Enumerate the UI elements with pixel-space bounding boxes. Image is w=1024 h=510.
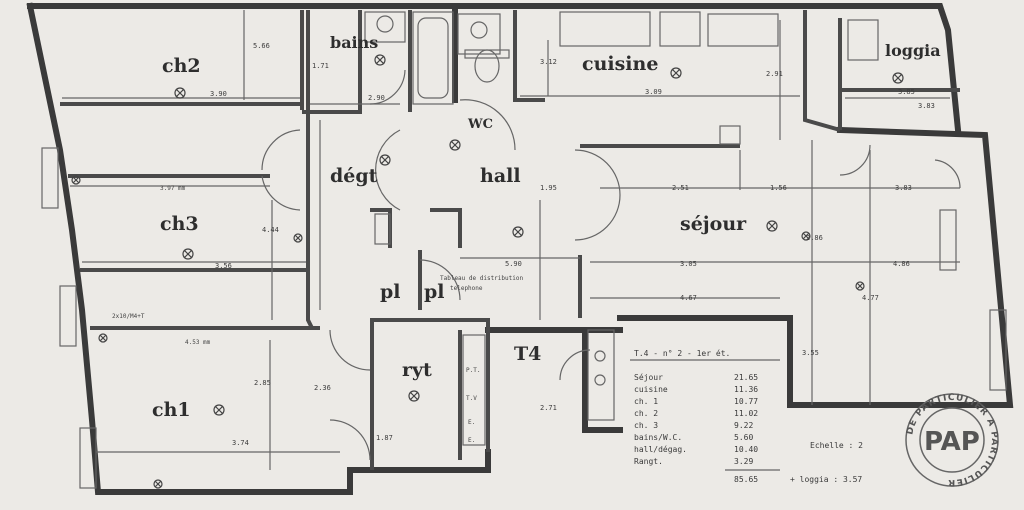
- surface-table: T.4 - n° 2 - 1er ét. Séjour 21.65 cuisin…: [630, 348, 863, 484]
- note-tableau-2: telephone: [450, 285, 483, 292]
- door-swings: [261, 69, 961, 461]
- room-label-ch3: ch3: [160, 213, 199, 235]
- room-label-cuisine: cuisine: [582, 53, 658, 75]
- panel-e2: E.: [468, 437, 475, 444]
- dim-v4: 2.91: [766, 70, 783, 78]
- panel-e1: E.: [468, 419, 475, 426]
- walls: [26, 2, 1014, 495]
- dim-loggia-width-2: 3.83: [918, 102, 935, 110]
- dim-ch3-width: 3.56: [215, 262, 232, 270]
- table-loggia: + loggia : 3.57: [790, 475, 862, 484]
- dim-v6: 2.86: [806, 234, 823, 242]
- table-row-value: 5.60: [734, 433, 753, 442]
- table-row-label: Séjour: [634, 372, 663, 382]
- room-label-loggia: loggia: [885, 41, 941, 60]
- dim-ch1-height-1: 2.85: [254, 379, 271, 387]
- table-row-label: cuisine: [634, 385, 668, 394]
- dim-ch1-width: 3.74: [232, 439, 249, 447]
- table-row-label: Rangt.: [634, 457, 663, 466]
- room-labels: ch2 bains cuisine loggia WC dégt hall ch…: [152, 33, 941, 421]
- note-ch3-top: 2x10/M4+T: [112, 313, 145, 320]
- room-label-ch2: ch2: [162, 55, 201, 77]
- table-row-value: 11.02: [734, 409, 758, 418]
- dim-v5: 3.55: [802, 349, 819, 357]
- room-label-pl1: pl: [380, 281, 401, 303]
- dim-hall-width: 5.90: [505, 260, 522, 268]
- dim-ryt-width: 1.87: [376, 434, 393, 442]
- table-row-value: 10.77: [734, 397, 758, 406]
- room-label-t4: T4: [514, 343, 541, 365]
- note-tableau: Tableau de distribution: [440, 275, 523, 282]
- table-row-value: 3.29: [734, 457, 753, 466]
- room-label-bains: bains: [330, 33, 378, 52]
- fixtures: [41, 11, 1007, 489]
- table-row-label: ch. 1: [634, 397, 658, 406]
- dim-ch2-width: 3.90: [210, 90, 227, 98]
- table-row-value: 21.65: [734, 373, 758, 382]
- dim-sejour-2: 1.56: [770, 184, 787, 192]
- dimension-lines: [62, 10, 960, 470]
- dim-v7: 1.95: [540, 184, 557, 192]
- dim-sejour-3: 3.83: [895, 184, 912, 192]
- dim-degt-height: 4.44: [262, 226, 279, 234]
- table-row-label: bains/W.C.: [634, 433, 682, 442]
- table-row-label: ch. 3: [634, 421, 658, 430]
- room-label-wc: WC: [467, 117, 493, 132]
- note-ch3: 3.97 mm: [160, 185, 186, 192]
- note-ch1: 4.53 mm: [185, 339, 211, 346]
- pap-logo: PAP: [924, 427, 980, 457]
- table-row-value: 10.40: [734, 445, 758, 454]
- dim-v8: 2.71: [540, 404, 557, 412]
- room-label-degt: dégt: [330, 165, 378, 187]
- dim-sejour-4: 3.05: [680, 260, 697, 268]
- dim-v1: 5.66: [253, 42, 270, 50]
- room-label-pl2: pl: [424, 281, 445, 303]
- dim-sejour-5: 4.67: [680, 294, 697, 302]
- table-total: 85.65: [734, 475, 758, 484]
- room-label-sejour: séjour: [680, 213, 747, 235]
- dim-sejour-height: 4.77: [862, 294, 879, 302]
- room-label-ryt: ryt: [402, 359, 432, 381]
- dim-bains-width: 2.90: [368, 94, 385, 102]
- room-label-hall: hall: [480, 165, 521, 187]
- dim-cuisine-width: 3.09: [645, 88, 662, 96]
- light-fixtures: [71, 54, 904, 489]
- dim-v2: 1.71: [312, 62, 329, 70]
- table-rows: Séjour 21.65 cuisine 11.36 ch. 1 10.77 c…: [634, 372, 758, 466]
- table-scale: Echelle : 2: [810, 441, 863, 450]
- table-row-value: 9.22: [734, 421, 753, 430]
- dim-sejour-1: 2.51: [672, 184, 689, 192]
- dim-sejour-6: 4.86: [893, 260, 910, 268]
- table-header: T.4 - n° 2 - 1er ét.: [634, 348, 730, 358]
- table-row-label: ch. 2: [634, 409, 658, 418]
- panel-tv: T.V: [466, 395, 477, 402]
- dimension-labels: 3.90 2.90 3.09 3.85 3.83 3.56 4.44 5.90 …: [112, 42, 935, 447]
- room-label-ch1: ch1: [152, 399, 191, 421]
- dim-loggia-width: 3.85: [898, 88, 915, 96]
- table-row-value: 11.36: [734, 385, 758, 394]
- dim-ch1-height-2: 2.36: [314, 384, 331, 392]
- table-row-label: hall/dégag.: [634, 444, 687, 454]
- panel-pt: P.T.: [466, 367, 480, 374]
- dim-v3: 3.12: [540, 58, 557, 66]
